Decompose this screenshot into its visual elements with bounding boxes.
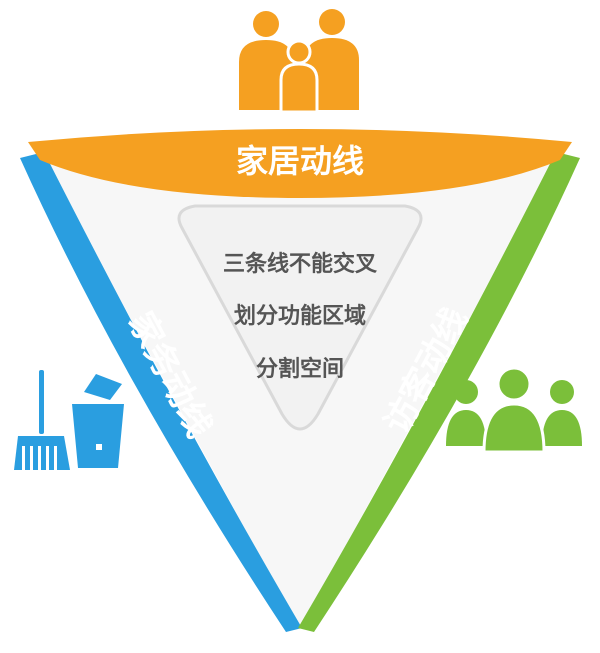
center-line-3: 分割空间 [256, 356, 344, 382]
center-line-2: 划分功能区域 [234, 303, 366, 329]
right-edge-band [298, 152, 580, 632]
center-line-1: 三条线不能交叉 [223, 251, 377, 277]
left-edge-band [20, 152, 302, 632]
top-edge-band [28, 129, 572, 198]
cleaning-tools-icon [14, 370, 124, 470]
inner-triangle [177, 204, 423, 431]
top-edge-label: 家居动线 [236, 142, 364, 180]
family-icon [239, 9, 359, 114]
visitors-group-icon [446, 366, 582, 454]
